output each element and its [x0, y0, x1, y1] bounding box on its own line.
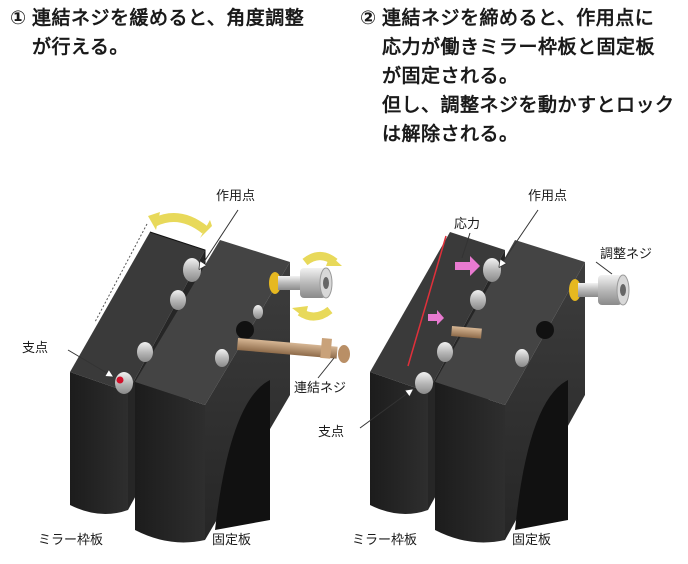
left-label-mirror-frame: ミラー枠板: [38, 533, 103, 548]
right-stress-arrow-small-icon: [428, 310, 444, 325]
left-label-fixed-plate: 固定板: [212, 533, 251, 548]
left-action-point-leader: [200, 209, 239, 268]
left-connecting-screw-leader: [317, 357, 335, 379]
right-stress-leader: [461, 232, 471, 259]
right-label-fixed-plate: 固定板: [512, 533, 551, 548]
right-fixed-plate: [435, 240, 585, 543]
left-figure: 作用点 支点 連結ネジ ミラー枠板 固定板: [22, 189, 350, 548]
right-label-mirror-frame: ミラー枠板: [352, 533, 417, 548]
right-label-fulcrum: 支点: [318, 425, 344, 440]
right-screw-2: [470, 290, 486, 310]
right-screw-4: [515, 349, 529, 367]
step-number-1: ①: [10, 7, 27, 29]
right-stress-arrow-icon: [455, 256, 480, 276]
left-fulcrum-dot: [116, 376, 124, 384]
left-connecting-screw: [236, 338, 350, 363]
right-action-point-leader: [500, 209, 539, 266]
right-label-stress: 応力: [454, 217, 480, 232]
right-screw-3: [437, 342, 453, 362]
left-angle-adjust-arrow-icon: [148, 212, 212, 238]
left-fulcrum-screw: [115, 372, 133, 394]
step-number-2: ②: [360, 7, 377, 29]
right-figure: 作用点 応力 調整ネジ 支点 ミラー枠板 固定板: [318, 189, 652, 548]
left-screw-2: [170, 290, 186, 310]
left-adjust-screw: [269, 267, 333, 299]
left-screw-rotate-arrow-icon: [292, 252, 342, 321]
right-action-point-screw: [483, 258, 501, 282]
right-label-action-point: 作用点: [528, 189, 567, 204]
caption-right-line-3: が固定される。: [382, 65, 519, 87]
caption-right-line-5: は解除される。: [382, 123, 519, 145]
left-screw-5: [253, 305, 263, 319]
right-fulcrum-leader: [359, 390, 412, 429]
left-dashed-guide: [94, 223, 148, 323]
left-action-point-screw: [183, 258, 201, 282]
right-fulcrum-screw: [415, 372, 433, 394]
right-adjust-screw-leader: [595, 261, 613, 275]
left-label-fulcrum: 支点: [22, 341, 48, 356]
left-fixed-plate: [135, 240, 290, 543]
caption-left-line-2: が行える。: [32, 36, 129, 58]
right-adjust-screw: [569, 274, 630, 306]
caption-right-line-4: 但し、調整ネジを動かすとロック: [382, 94, 675, 116]
left-screw-4: [215, 349, 229, 367]
right-label-adjust-screw: 調整ネジ: [600, 247, 652, 262]
caption-right-line-2: 応力が働きミラー枠板と固定板: [382, 36, 656, 58]
left-screw-3: [137, 342, 153, 362]
left-label-action-point: 作用点: [216, 189, 255, 204]
left-label-connecting-screw: 連結ネジ: [294, 381, 346, 396]
right-stress-line: [407, 235, 447, 367]
right-connecting-screw: [451, 326, 482, 339]
left-fulcrum-leader: [67, 349, 112, 376]
